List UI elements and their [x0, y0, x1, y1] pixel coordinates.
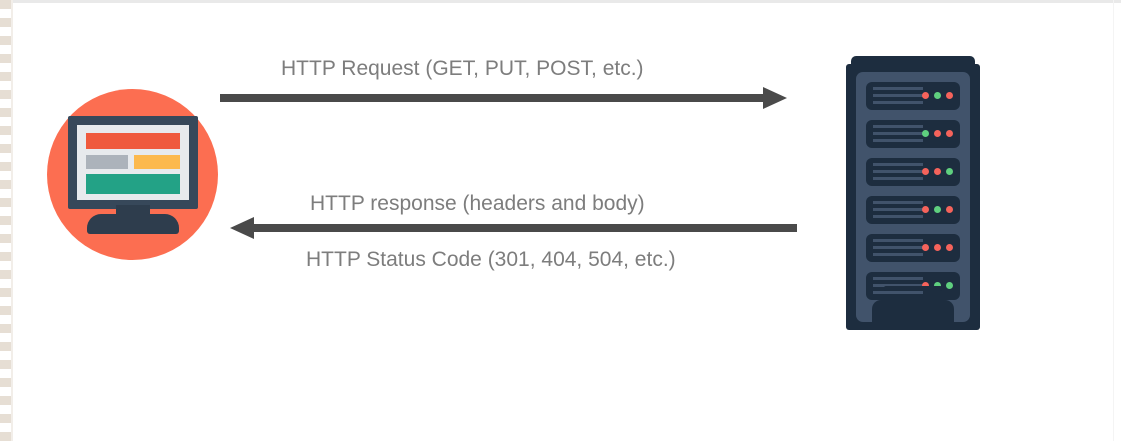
led-red-icon [934, 130, 941, 137]
server-bay-vents [873, 163, 923, 181]
led-green-icon [946, 282, 953, 289]
perforated-edge-line [11, 0, 13, 441]
server-bay-leds [922, 244, 953, 251]
led-green-icon [934, 92, 941, 99]
led-green-icon [934, 282, 941, 289]
server-bay-leds [922, 168, 953, 175]
led-red-icon [934, 168, 941, 175]
led-red-icon [922, 92, 929, 99]
screen-accent-bar [134, 155, 180, 169]
response-arrow-head [230, 217, 254, 239]
server-slot-bar [884, 286, 942, 291]
request-arrow-line [220, 94, 765, 102]
server-bay [866, 120, 960, 148]
screen-sidebar-bar [86, 155, 128, 169]
server-bay-leds [922, 282, 953, 289]
led-red-icon [922, 168, 929, 175]
desktop-monitor-icon [68, 116, 198, 234]
server-bay [866, 196, 960, 224]
server-bay [866, 82, 960, 110]
page-right-rule [1113, 0, 1114, 441]
request-label: HTTP Request (GET, PUT, POST, etc.) [281, 57, 644, 80]
request-arrow [220, 87, 787, 109]
led-green-icon [946, 168, 953, 175]
led-red-icon [922, 206, 929, 213]
led-red-icon [934, 244, 941, 251]
response-arrow-line [252, 224, 797, 232]
led-green-icon [922, 130, 929, 137]
server-base-cutout [872, 300, 954, 326]
led-green-icon [934, 206, 941, 213]
server-bay-leds [922, 130, 953, 137]
server-bay-leds [922, 92, 953, 99]
server-bay-vents [873, 201, 923, 219]
monitor-stand-base [87, 214, 179, 234]
perforated-edge-strip [0, 0, 11, 441]
server-bay-leds [922, 206, 953, 213]
client-node [47, 89, 218, 260]
screen-content-bar [86, 174, 180, 194]
led-red-icon [946, 92, 953, 99]
request-arrow-head [763, 87, 787, 109]
screen-header-bar [86, 133, 180, 149]
server-chassis [846, 64, 980, 330]
led-red-icon [922, 282, 929, 289]
server-node [846, 56, 980, 330]
server-front-panel [856, 72, 970, 322]
server-bay-vents [873, 125, 923, 143]
response-label: HTTP response (headers and body) [310, 192, 645, 215]
monitor-bezel [68, 116, 198, 209]
response-arrow [230, 217, 797, 239]
server-bay [866, 158, 960, 186]
page-top-rule [0, 0, 1121, 3]
status-code-label: HTTP Status Code (301, 404, 504, etc.) [306, 248, 676, 271]
led-red-icon [946, 130, 953, 137]
server-bay-vents [873, 239, 923, 257]
server-bay [866, 234, 960, 262]
led-red-icon [946, 244, 953, 251]
monitor-screen [77, 125, 189, 200]
led-red-icon [922, 244, 929, 251]
server-bay-vents [873, 87, 923, 105]
led-red-icon [946, 206, 953, 213]
